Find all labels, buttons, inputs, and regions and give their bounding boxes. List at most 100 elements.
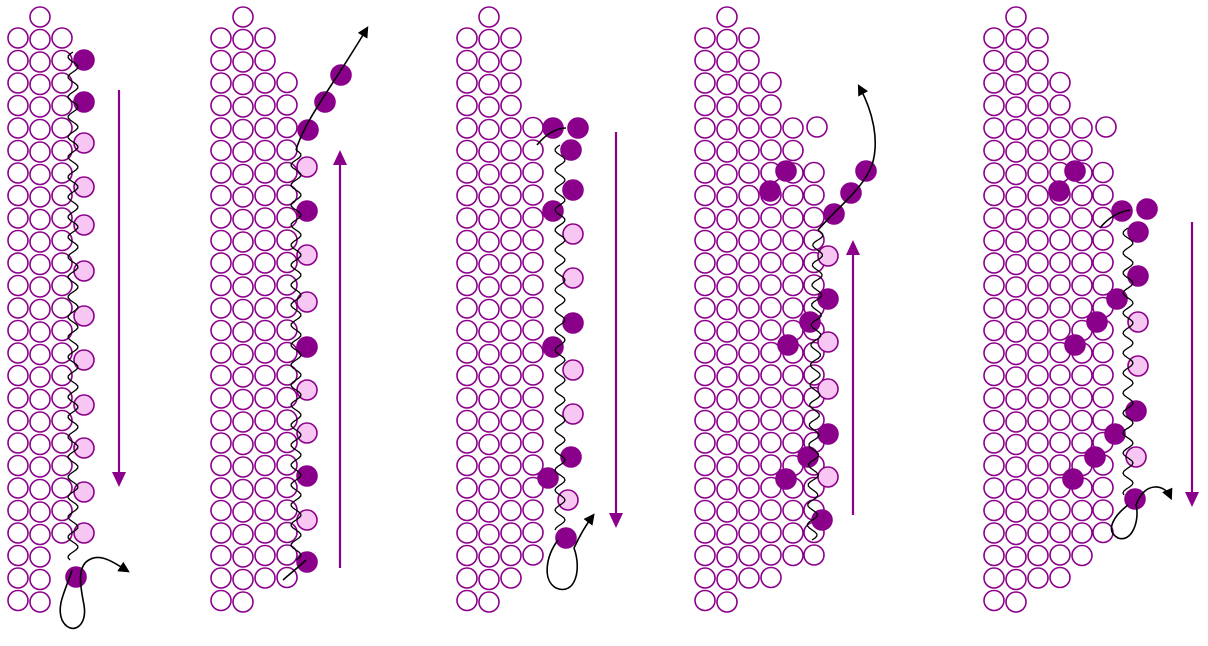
bead-empty — [210, 499, 232, 522]
bead-empty — [1005, 231, 1027, 253]
bead-empty — [522, 229, 544, 251]
bead-light — [296, 422, 318, 444]
bead-empty — [478, 321, 500, 343]
bead-empty — [760, 139, 782, 161]
bead-empty — [983, 387, 1005, 409]
bead-empty — [456, 184, 478, 207]
bead-empty — [760, 229, 782, 251]
bead-empty — [456, 274, 478, 297]
bead-empty — [29, 478, 51, 501]
bead-empty — [738, 297, 760, 319]
bead-empty — [782, 184, 804, 207]
bead-empty — [7, 162, 29, 184]
bead-light — [1125, 446, 1147, 468]
bead-light — [562, 223, 584, 245]
bead-empty — [716, 51, 738, 73]
bead-empty — [210, 162, 232, 184]
bead-empty — [254, 297, 276, 319]
bead-empty — [29, 253, 51, 276]
bead-empty — [276, 544, 298, 566]
bead-empty — [716, 118, 738, 141]
bead-empty — [1027, 94, 1049, 117]
bead-empty — [51, 454, 73, 477]
bead-empty — [500, 162, 522, 184]
bead-filled — [562, 179, 584, 201]
bead-empty — [1071, 364, 1093, 387]
bead-empty — [1049, 521, 1071, 544]
bead-empty — [760, 296, 782, 319]
bead-empty — [456, 297, 478, 319]
bead-empty — [276, 206, 298, 229]
bead-empty — [694, 252, 716, 274]
bead-empty — [478, 411, 500, 433]
bead-empty — [782, 499, 804, 522]
bead-empty — [1095, 116, 1117, 138]
bead-filled — [840, 182, 862, 204]
bead-empty — [522, 341, 544, 364]
bead-light — [817, 378, 839, 400]
bead-empty — [254, 387, 276, 409]
bead-empty — [7, 544, 29, 567]
bead-empty — [500, 297, 522, 319]
bead-filled — [817, 423, 839, 445]
bead-empty — [29, 433, 51, 456]
bead-empty — [210, 297, 232, 319]
bead-empty — [803, 206, 825, 229]
bead-empty — [29, 568, 51, 591]
thread-curve — [817, 84, 877, 231]
bead-empty — [1071, 432, 1093, 454]
bead-filled — [1104, 423, 1126, 445]
bead-empty — [738, 207, 760, 229]
bead-empty — [500, 432, 522, 454]
bead-empty — [232, 456, 254, 478]
bead-empty — [983, 72, 1005, 94]
bead-empty — [716, 208, 738, 231]
bead-empty — [782, 139, 804, 162]
bead-empty — [29, 186, 51, 208]
bead-empty — [210, 454, 232, 477]
bead-empty — [782, 252, 804, 274]
bead-empty — [782, 297, 804, 319]
bead-empty — [478, 253, 500, 276]
bead-empty — [1005, 298, 1027, 321]
bead-empty — [1049, 229, 1071, 251]
bead-empty — [1005, 456, 1027, 478]
bead-empty — [1027, 297, 1049, 319]
bead-empty — [1049, 71, 1071, 94]
bead-light — [73, 349, 95, 371]
direction-arrow-down-head — [1185, 492, 1199, 507]
bead-empty — [1071, 184, 1093, 207]
bead-empty — [694, 162, 716, 184]
bead-empty — [500, 477, 522, 499]
bead-empty — [760, 206, 782, 229]
bead-empty — [29, 343, 51, 366]
bead-empty — [478, 276, 500, 298]
bead-empty — [276, 499, 298, 521]
bead-empty — [254, 162, 276, 184]
bead-empty — [51, 117, 73, 139]
bead-empty — [51, 27, 73, 49]
bead-empty — [500, 342, 522, 364]
bead-empty — [276, 476, 298, 499]
bead-empty — [1027, 117, 1049, 139]
bead-empty — [716, 478, 738, 501]
bead-empty — [522, 139, 544, 161]
bead-empty — [500, 274, 522, 297]
bead-empty — [1005, 591, 1027, 613]
bead-empty — [1049, 499, 1071, 521]
bead-empty — [782, 229, 804, 252]
bead-empty — [7, 139, 29, 162]
bead-empty — [983, 454, 1005, 477]
bead-empty — [1071, 139, 1093, 162]
bead-empty — [1092, 386, 1114, 409]
bead-empty — [1027, 72, 1049, 94]
bead-filled — [1127, 221, 1149, 243]
bead-empty — [782, 387, 804, 409]
bead-empty — [276, 116, 298, 139]
bead-empty — [51, 229, 73, 252]
bead-empty — [51, 409, 73, 432]
bead-empty — [29, 388, 51, 411]
bead-light — [73, 260, 95, 282]
bead-empty — [7, 184, 29, 207]
thread-path — [554, 144, 566, 531]
